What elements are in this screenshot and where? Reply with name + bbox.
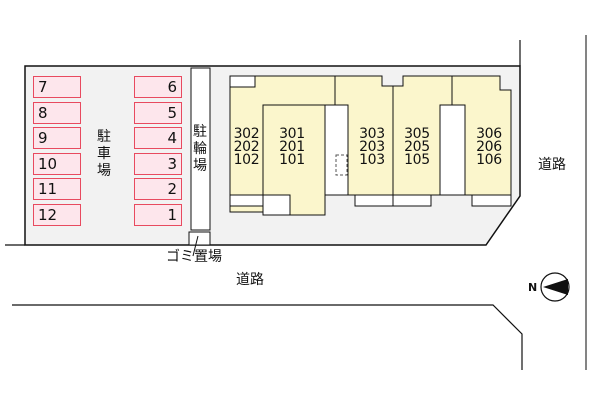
east-road-label: 道路 [538,157,566,173]
room-number: 303 [359,126,385,142]
room-number: 205 [404,139,430,155]
bicycle-parking-area [190,67,211,231]
unit-label: 306 206 106 [469,126,509,168]
room-number: 301 [279,126,305,142]
room-number: 206 [476,139,502,155]
room-number: 103 [359,152,385,168]
room-number: 302 [233,126,260,142]
bicycle-parking-label: 駐 輪 場 [192,124,208,175]
parking-space: 1 [134,204,182,226]
parking-space: 9 [33,127,81,149]
parking-space: 11 [33,178,81,200]
label-char: 場 [97,163,111,179]
parking-space: 3 [134,153,182,175]
garbage-label: ゴミ置場 [166,249,222,265]
room-number: 102 [233,152,260,168]
unit-label: 301 201 101 [270,126,314,168]
room-number: 305 [404,126,430,142]
room-number: 203 [359,139,385,155]
parking-space: 10 [33,153,81,175]
north-arrow-icon [540,272,570,302]
parking-space: 8 [33,102,81,124]
room-number: 201 [279,139,305,155]
compass-letter: N [528,281,538,294]
room-number: 202 [233,139,260,155]
unit-label: 303 203 103 [352,126,392,168]
parking-space: 12 [33,204,81,226]
parking-label: 駐 車 場 [96,129,112,180]
garbage-area [188,231,211,246]
label-char: 車 [97,146,111,162]
road-edge [12,304,523,370]
label-char: 輪 [193,141,207,157]
south-road-label: 道路 [236,272,264,288]
unit-label: 302 202 102 [230,126,263,168]
room-number: 101 [279,152,305,168]
room-number: 306 [476,126,502,142]
parking-space: 7 [33,76,81,98]
parking-space: 5 [134,102,182,124]
parking-space: 2 [134,178,182,200]
unit-label: 305 205 105 [398,126,436,168]
label-char: 場 [193,158,207,174]
parking-space: 6 [134,76,182,98]
room-number: 105 [404,152,430,168]
parking-space: 4 [134,127,182,149]
label-char: 駐 [193,124,207,140]
label-char: 駐 [97,129,111,145]
room-number: 106 [476,152,502,168]
